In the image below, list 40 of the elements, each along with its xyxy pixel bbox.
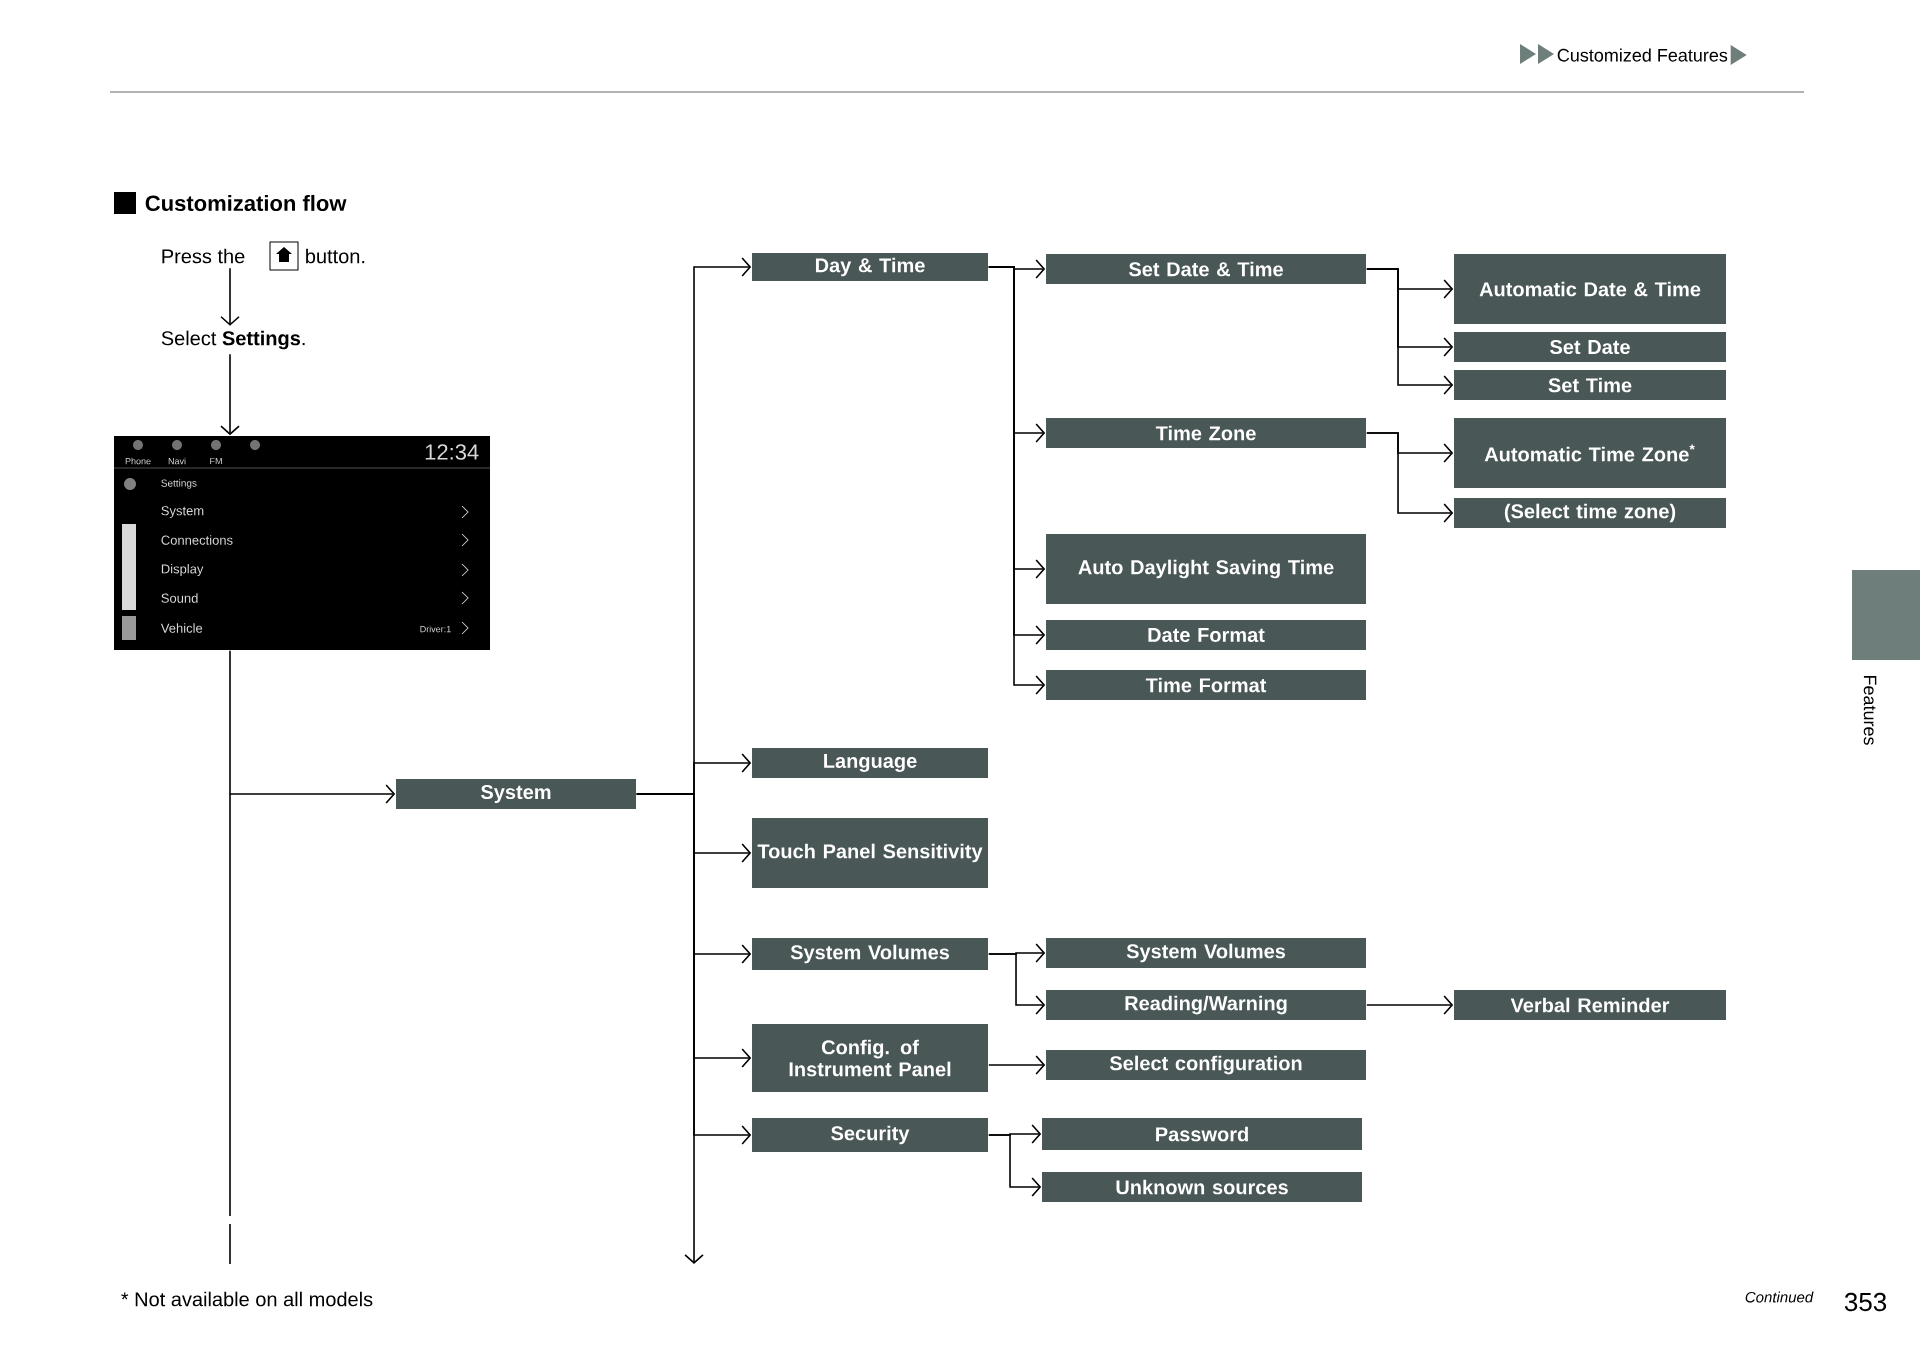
menu-box: (Select time zone): [1454, 498, 1726, 528]
section-label: Features: [1863, 675, 1877, 745]
menu-box: System Volumes: [752, 938, 988, 970]
arrow: [1366, 268, 1454, 395]
menu-box: Select configuration: [1046, 1050, 1366, 1080]
menu-box: Automatic Date & Time: [1454, 254, 1726, 324]
menu-box: Password: [1042, 1118, 1362, 1150]
arrow: [220, 267, 240, 326]
menu-box: Day & Time: [752, 253, 988, 281]
page-number: 353: [1844, 1292, 1887, 1312]
arrow: [988, 953, 1046, 1015]
instruction-text: Press the button.: [162, 248, 365, 264]
menu-box: Set Date & Time: [1046, 254, 1366, 284]
instruction-text: Select Settings.: [161, 330, 305, 350]
breadcrumb-text: Customized Features: [1557, 48, 1728, 62]
menu-box: Auto Daylight Saving Time: [1046, 534, 1366, 604]
menu-box: Verbal Reminder: [1454, 990, 1726, 1020]
arrow: [636, 793, 704, 1265]
menu-box: Touch Panel Sensitivity: [752, 818, 988, 888]
menu-box: Automatic Time Zone$^{*}$: [1454, 418, 1726, 488]
arrow: [988, 1134, 1042, 1197]
menu-box: Set Time: [1454, 370, 1726, 400]
menu-box: Config. of Instrument Panel: [752, 1024, 988, 1092]
menu-box: Security: [752, 1118, 988, 1152]
menu-box: Date Format: [1046, 620, 1366, 650]
menu-box: System Volumes: [1046, 938, 1366, 968]
menu-box: Time Zone: [1046, 418, 1366, 448]
menu-box: System: [396, 779, 636, 809]
arrow: [1366, 432, 1454, 523]
heading: Customization flow: [145, 194, 347, 212]
menu-box: Time Format: [1046, 670, 1366, 700]
arrow: [229, 650, 396, 804]
menu-box: Reading/Warning: [1046, 990, 1366, 1020]
menu-box: Set Date: [1454, 332, 1726, 362]
arrow: [1366, 995, 1454, 1015]
footnote: * Not available on all models: [121, 1291, 373, 1307]
arrow: [220, 353, 240, 436]
menu-box: Unknown sources: [1042, 1172, 1362, 1202]
menu-box: Language: [752, 748, 988, 778]
arrow: [988, 1055, 1046, 1075]
